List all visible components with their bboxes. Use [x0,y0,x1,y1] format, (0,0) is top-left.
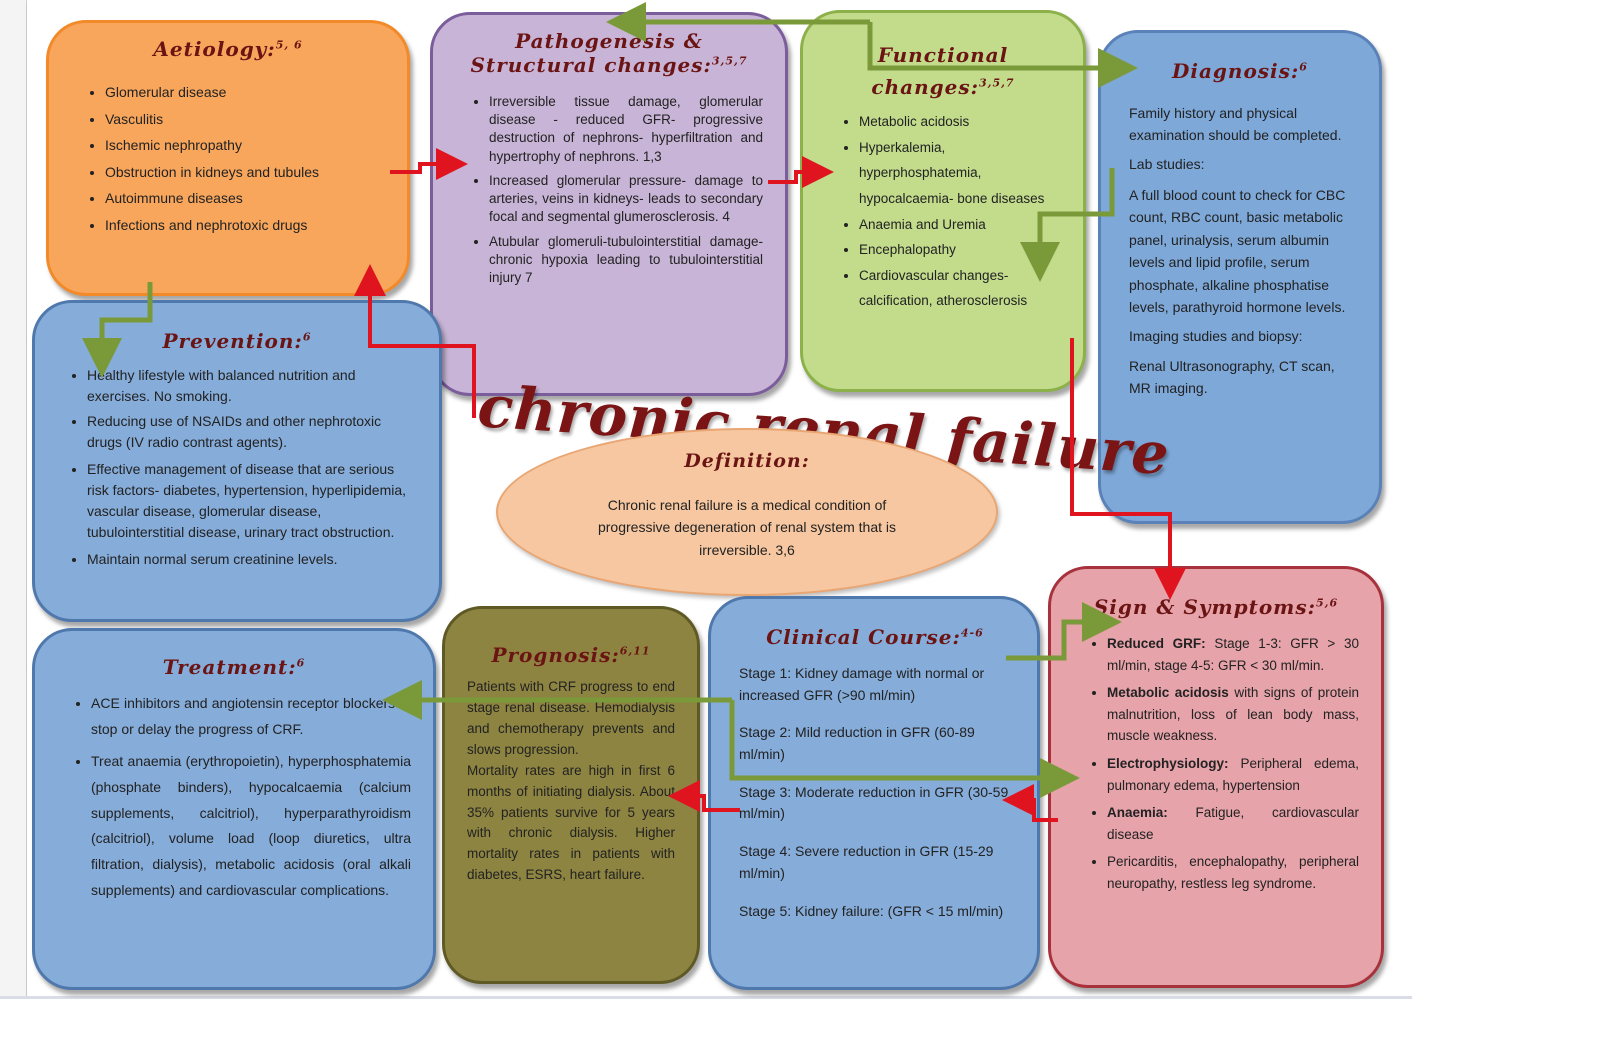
list-item: Increased glomerular pressure- damage to… [489,172,763,227]
pathogenesis-box: Pathogenesis & Structural changes:3,5,7 … [430,12,788,396]
aetiology-title: Aetiology:5, 6 [153,37,303,61]
lab-studies-heading: Lab studies: [1129,156,1205,173]
list-item: Metabolic acidosis [859,109,1061,135]
list-item: ACE inhibitors and angiotensin receptor … [91,691,411,743]
list-item: Encephalopathy [859,237,1061,263]
treatment-box: Treatment:6 ACE inhibitors and angiotens… [32,628,436,990]
list-item: Treat anaemia (erythropoietin), hyperpho… [91,749,411,904]
stage-2: Stage 2: Mild reduction in GFR (60-89 ml… [739,724,975,763]
prognosis-text-2: Mortality rates are high in first 6 mont… [467,762,675,883]
lab-studies-text: A full blood count to check for CBC coun… [1129,187,1346,316]
pathogenesis-title: Pathogenesis & Structural changes:3,5,7 [470,29,748,77]
list-item: Cardiovascular changes- calcification, a… [859,263,1061,314]
list-item: Autoimmune diseases [105,185,385,212]
list-item: Glomerular disease [105,79,385,106]
list-item: Ischemic nephropathy [105,132,385,159]
list-item: Irreversible tissue damage, glomerular d… [489,93,763,166]
diagnosis-intro: Family history and physical examination … [1129,105,1342,143]
page-bottom-edge [0,996,1412,999]
list-item: Vasculitis [105,106,385,133]
list-item: Anaemia and Uremia [859,212,1061,238]
prevention-box: Prevention:6 Healthy lifestyle with bala… [32,300,442,622]
prognosis-text-1: Patients with CRF progress to end stage … [467,679,675,757]
list-item: Electrophysiology: Peripheral edema, pul… [1107,753,1359,796]
signs-title: Sign & Symptoms:5,6 [1093,595,1339,619]
list-item: Obstruction in kidneys and tubules [105,159,385,186]
stage-1: Stage 1: Kidney damage with normal or in… [739,665,985,703]
list-item: Healthy lifestyle with balanced nutritio… [87,365,417,407]
definition-text: Chronic renal failure is a medical condi… [597,497,897,558]
list-item: Reducing use of NSAIDs and other nephrot… [87,411,417,453]
list-item: Atubular glomeruli-tubulointerstitial da… [489,233,763,288]
clinical-title: Clinical Course:4-6 [766,625,984,649]
list-item: Reduced GRF: Stage 1-3: GFR > 30 ml/min,… [1107,633,1359,676]
list-item: Anaemia: Fatigue, cardiovascular disease [1107,802,1359,845]
list-item: Pericarditis, encephalopathy, peripheral… [1107,851,1359,894]
list-item: Maintain normal serum creatinine levels. [87,549,417,570]
imaging-heading: Imaging studies and biopsy: [1129,328,1303,345]
prevention-title: Prevention:6 [162,329,312,353]
diagnosis-box: Diagnosis:6 Family history and physical … [1098,30,1382,524]
signs-symptoms-box: Sign & Symptoms:5,6 Reduced GRF: Stage 1… [1048,566,1384,988]
ruler-strip [0,0,27,996]
definition-ellipse: Definition: Chronic renal failure is a m… [496,428,998,596]
list-item: Hyperkalemia, hyperphosphatemia, hypocal… [859,135,1061,212]
stage-3: Stage 3: Moderate reduction in GFR (30-5… [739,783,1009,822]
stage-5: Stage 5: Kidney failure: (GFR < 15 ml/mi… [739,902,1004,919]
aetiology-box: Aetiology:5, 6 Glomerular disease Vascul… [46,20,410,296]
functional-title: Functional changes:3,5,7 [871,43,1015,99]
diagnosis-title: Diagnosis:6 [1172,59,1308,83]
functional-changes-box: Functional changes:3,5,7 Metabolic acido… [800,10,1086,392]
stage-4: Stage 4: Severe reduction in GFR (15-29 … [739,843,994,881]
clinical-course-box: Clinical Course:4-6 Stage 1: Kidney dama… [708,596,1040,990]
prognosis-box: Prognosis:6,11 Patients with CRF progres… [442,606,700,984]
treatment-title: Treatment:6 [162,655,306,679]
list-item: Metabolic acidosis with signs of protein… [1107,682,1359,747]
prognosis-title: Prognosis:6,11 [491,643,651,667]
list-item: Infections and nephrotoxic drugs [105,212,385,239]
definition-title: Definition: [684,450,810,472]
imaging-text: Renal Ultrasonography, CT scan, MR imagi… [1129,358,1335,396]
list-item: Effective management of disease that are… [87,459,417,543]
window-margin [1412,0,1600,1044]
